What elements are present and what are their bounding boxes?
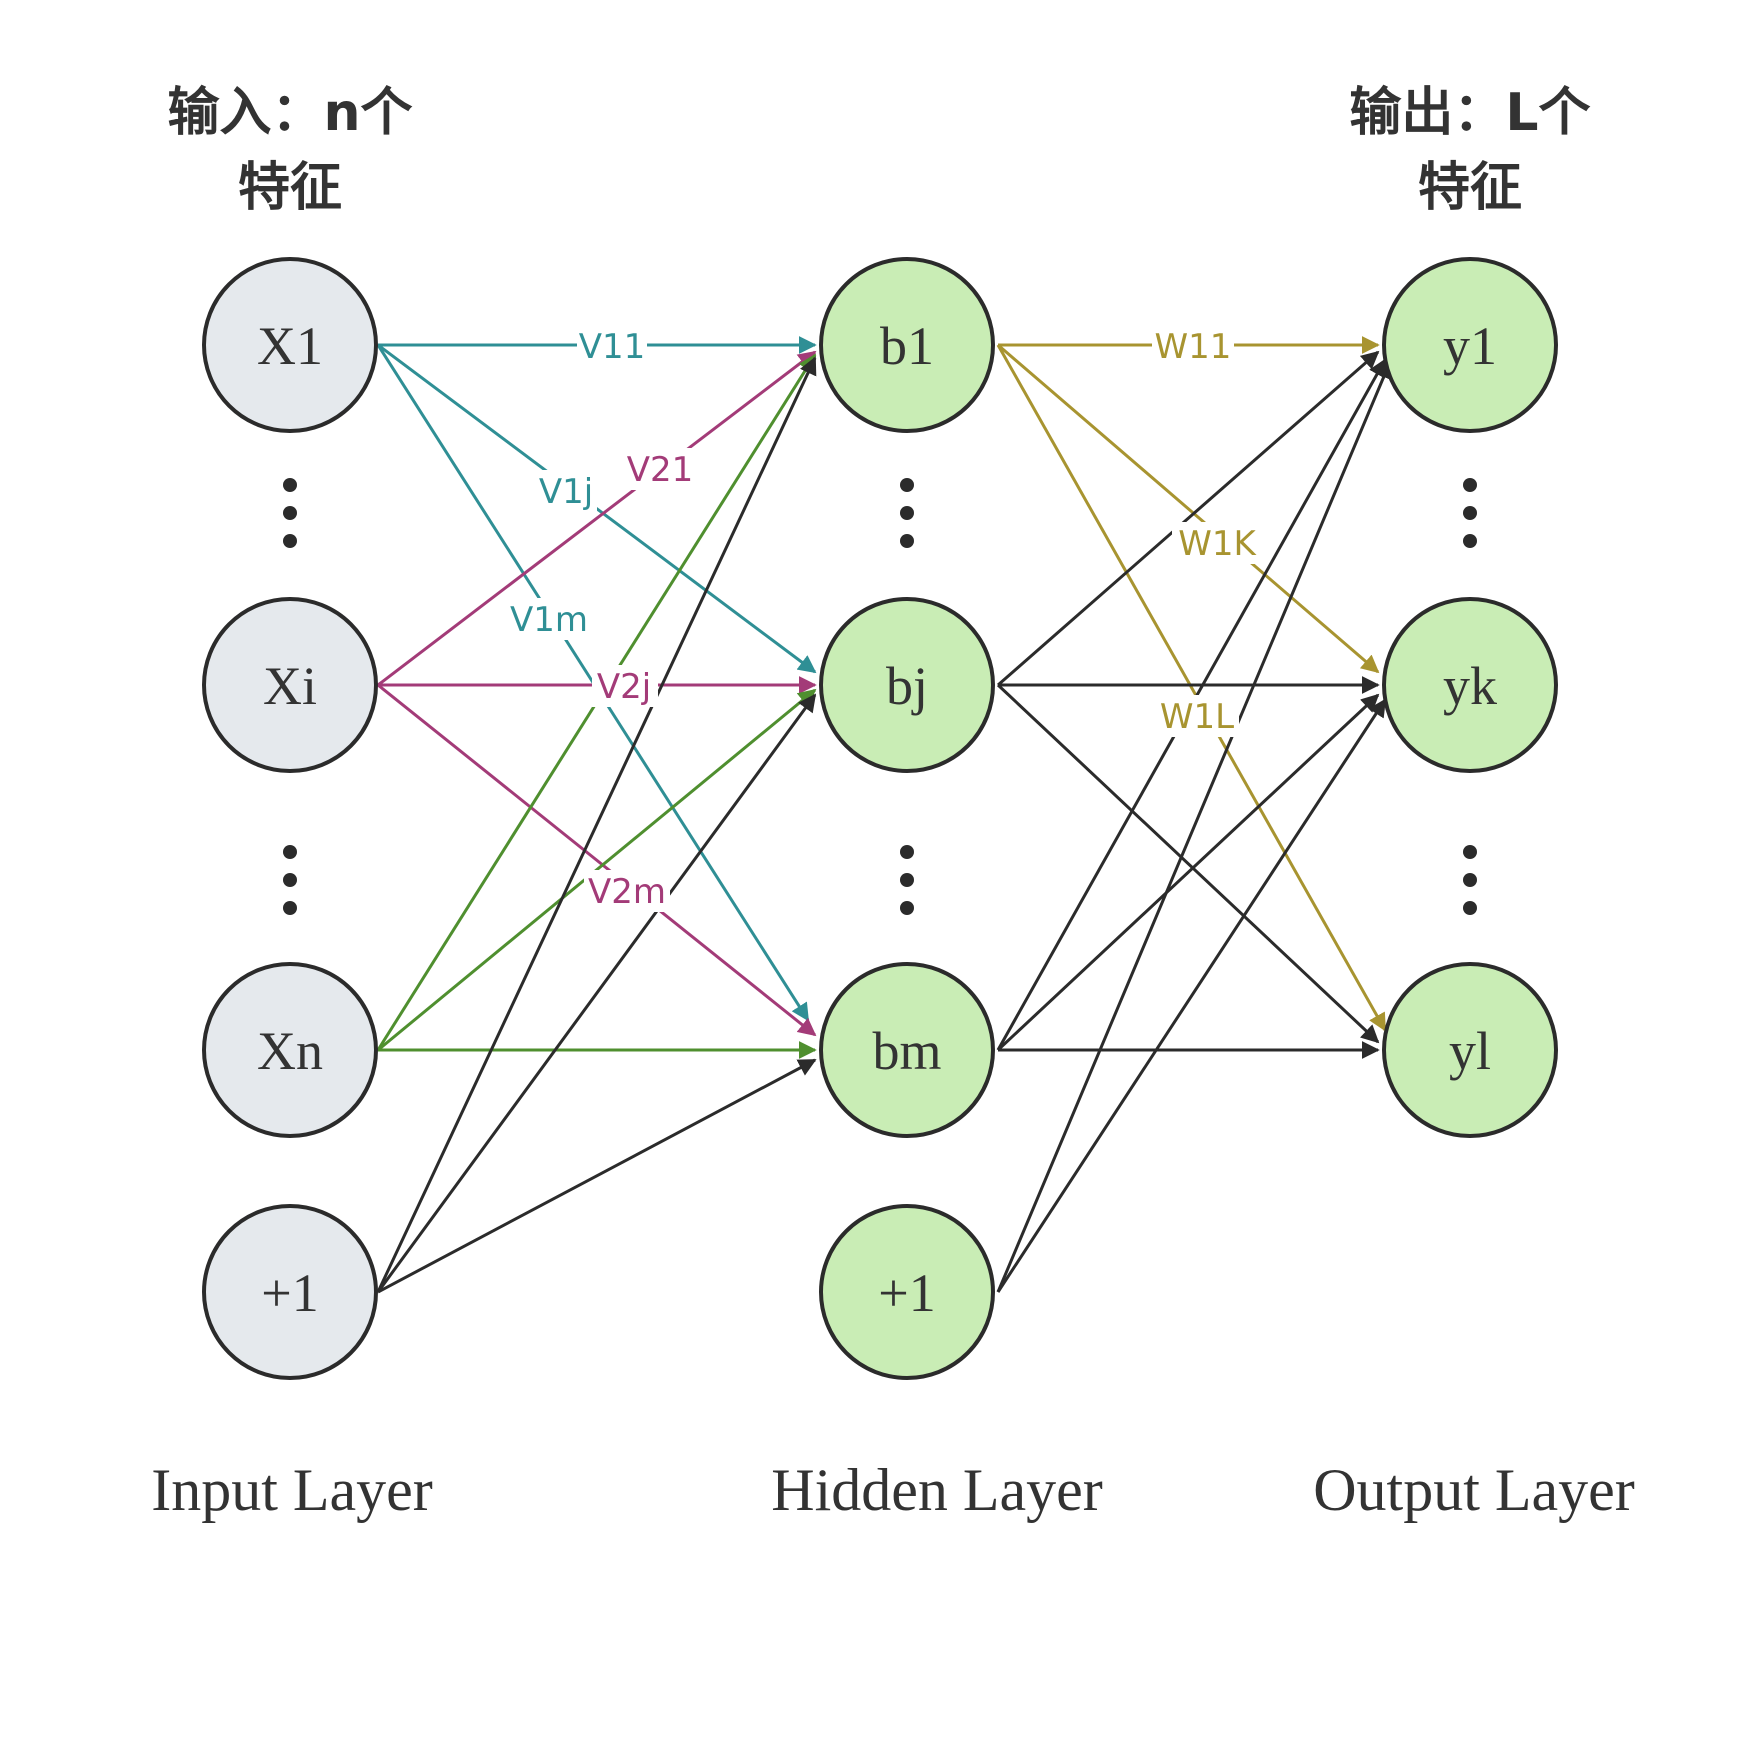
edge-bias-bm	[377, 1058, 817, 1294]
label-v2m: V2m	[588, 872, 666, 912]
node-b1	[819, 257, 995, 433]
edge-bias-bj	[376, 693, 817, 1293]
edge-b1-yk	[997, 343, 1380, 674]
hidden-layer-label: Hidden Layer	[771, 1457, 1103, 1523]
hidden-layer-nodes: b1 bj bm +1	[819, 257, 995, 1380]
node-bias-input-label: +1	[261, 1263, 318, 1323]
node-x1	[202, 257, 378, 433]
edge-labels: V11 V1j V1m V21 V2j V2m W11 W1K W1L	[505, 325, 1262, 912]
node-yk	[1382, 597, 1558, 773]
label-v1m: V1m	[510, 600, 588, 640]
node-xi-label: Xi	[263, 656, 317, 716]
node-b1-label: b1	[880, 316, 934, 376]
edge-xi-b1	[377, 350, 817, 687]
node-y1-label: y1	[1443, 316, 1497, 376]
label-w1k: W1K	[1178, 524, 1257, 564]
label-v11: V11	[579, 327, 646, 367]
node-bias-hidden-label: +1	[878, 1263, 935, 1323]
node-bias-input	[202, 1204, 378, 1380]
edge-hbias-yk	[996, 698, 1387, 1293]
output-layer-label: Output Layer	[1313, 1457, 1635, 1523]
label-v21: V21	[627, 450, 694, 490]
node-xi	[202, 597, 378, 773]
output-layer-nodes: y1 yk yl	[1382, 257, 1558, 1138]
edges-bias-hidden	[996, 360, 1393, 1293]
node-yk-label: yk	[1443, 656, 1497, 716]
output-header-line2: 特征	[1418, 158, 1522, 218]
node-xn-label: Xn	[257, 1021, 323, 1081]
node-bias-hidden	[819, 1204, 995, 1380]
node-bj-label: bj	[886, 656, 928, 716]
output-header-line1: 输出：L个	[1349, 83, 1590, 143]
edge-bj-yl	[996, 683, 1380, 1044]
edge-bm-yk	[996, 693, 1380, 1052]
input-layer-label: Input Layer	[151, 1457, 433, 1523]
node-bm	[819, 962, 995, 1138]
label-w11: W11	[1155, 327, 1232, 367]
edge-bias-b1	[376, 356, 817, 1293]
node-xn	[202, 962, 378, 1138]
input-layer-nodes: X1 Xi Xn +1	[202, 257, 378, 1380]
edges-bias-in	[376, 356, 817, 1294]
label-v2j: V2j	[597, 667, 651, 707]
input-header-line2: 特征	[238, 158, 342, 218]
edge-bj-y1	[997, 350, 1380, 687]
label-w1l: W1L	[1160, 697, 1234, 737]
node-bj	[819, 597, 995, 773]
node-yl	[1382, 962, 1558, 1138]
node-yl-label: yl	[1449, 1021, 1491, 1081]
node-x1-label: X1	[257, 316, 323, 376]
node-y1	[1382, 257, 1558, 433]
input-header-line1: 输入：n个	[167, 83, 412, 143]
edge-xi-bm	[377, 683, 817, 1037]
ellipsis-dots	[283, 478, 1477, 915]
edge-hbias-y1	[996, 360, 1393, 1293]
label-v1j: V1j	[539, 472, 593, 512]
edge-b1-yl	[996, 344, 1387, 1032]
node-bm-label: bm	[872, 1021, 941, 1081]
edges-bj	[996, 350, 1380, 1044]
edges-b1	[996, 336, 1387, 1032]
